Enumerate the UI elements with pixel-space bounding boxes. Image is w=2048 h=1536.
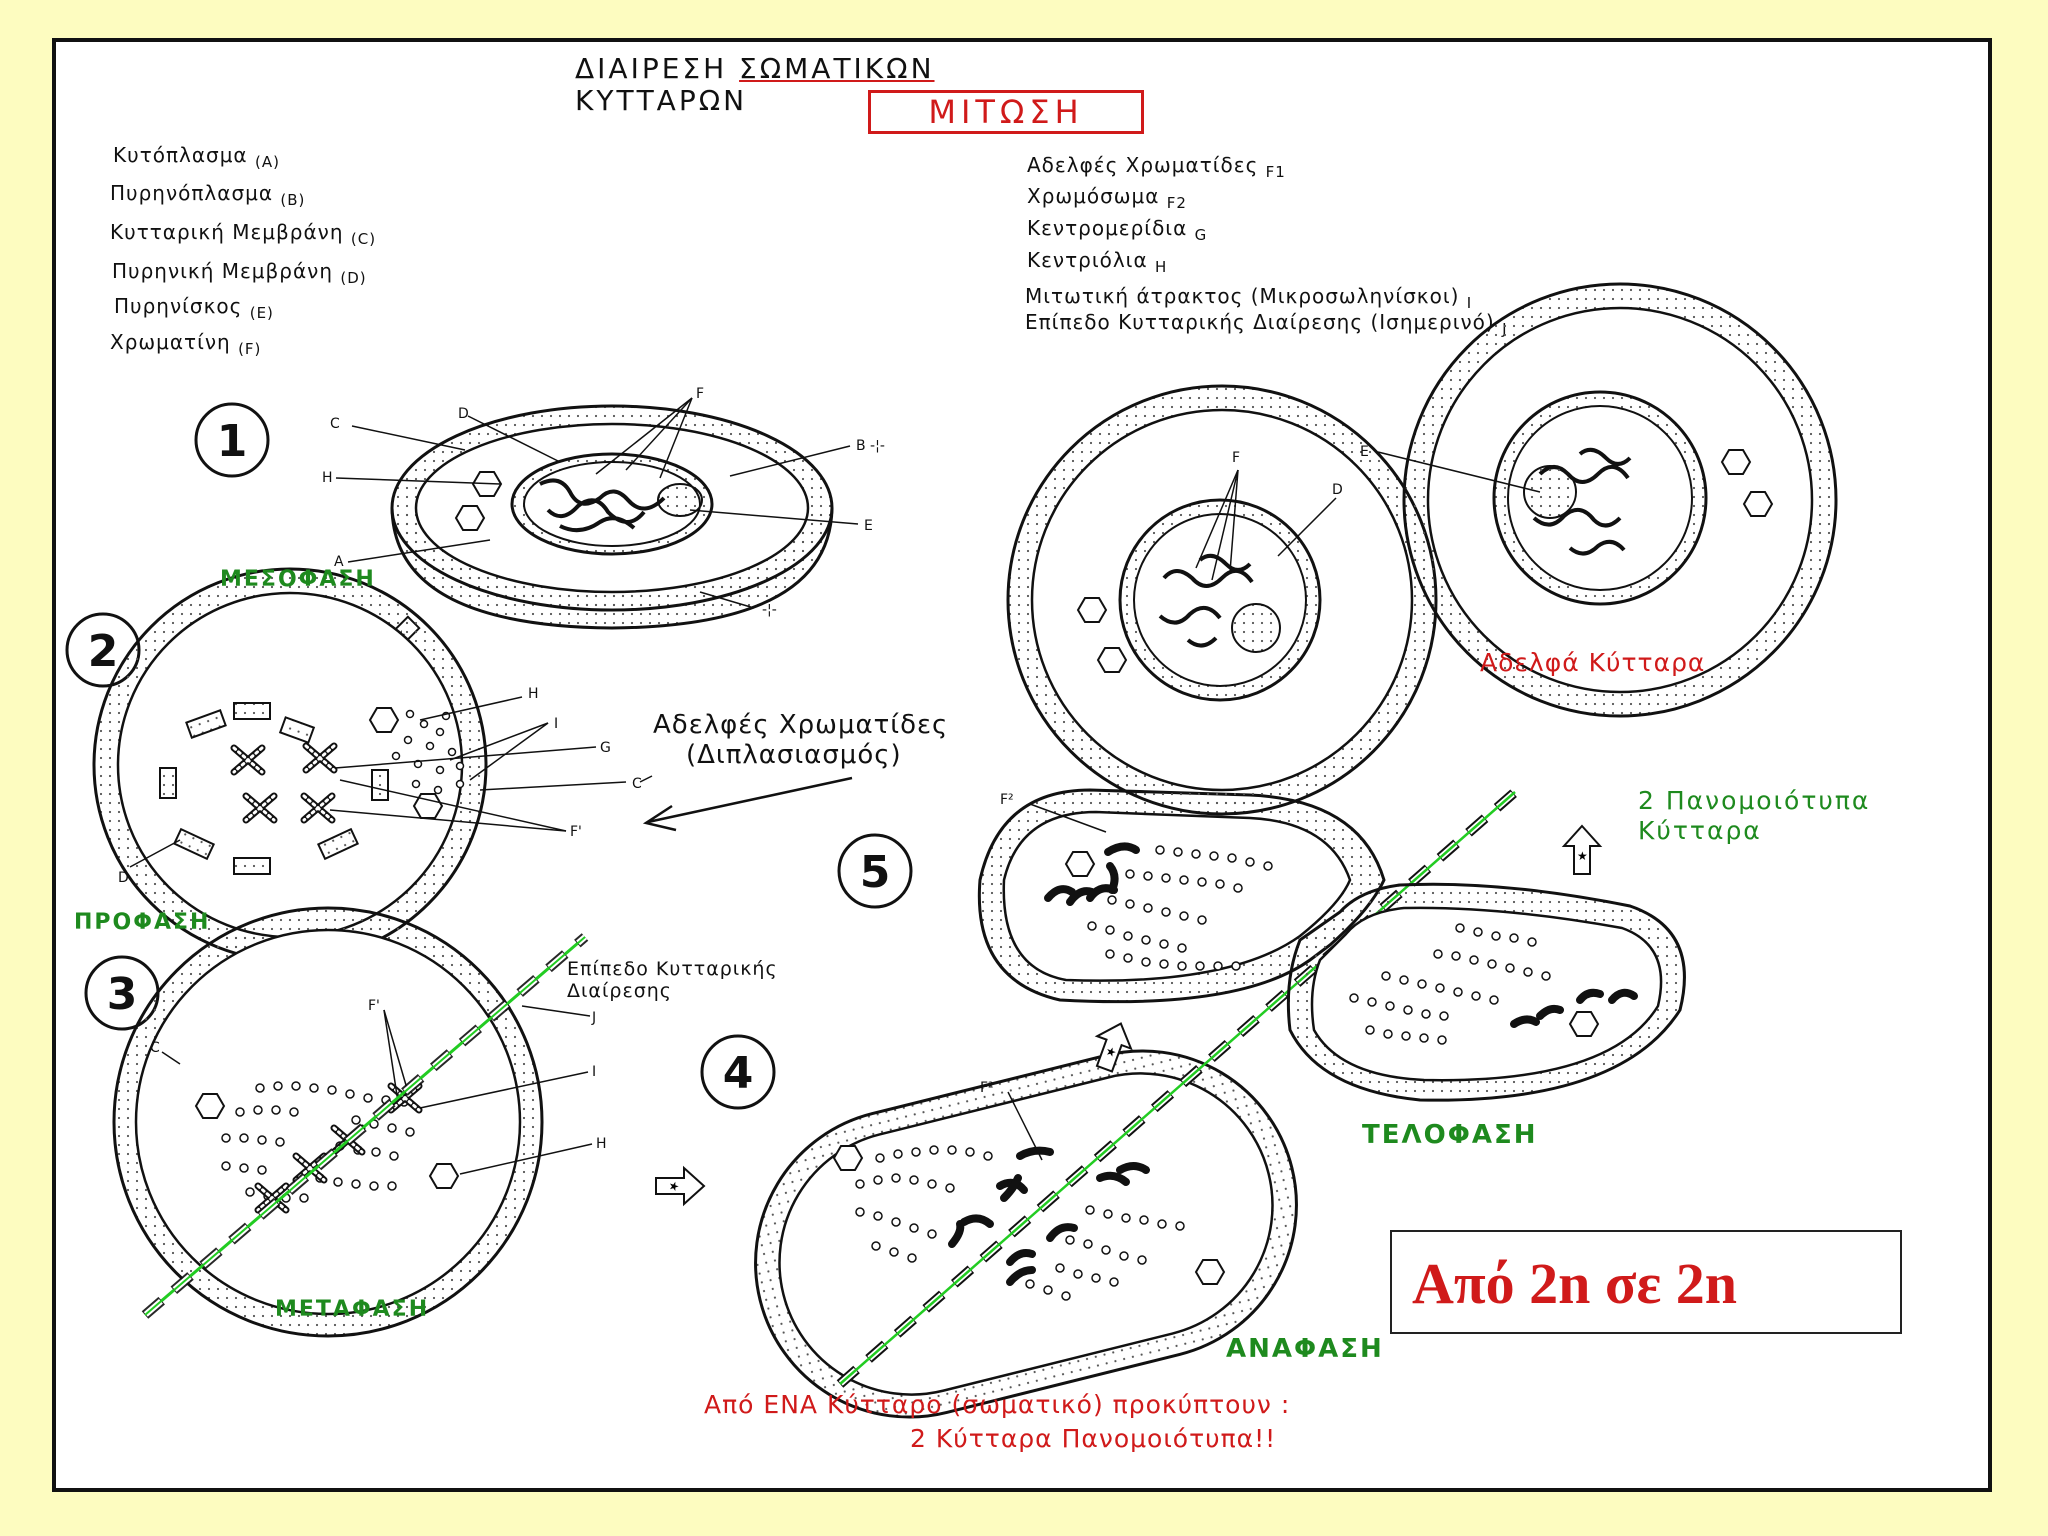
annotation-identical-cells-2: Κύτταρα <box>1638 816 1762 845</box>
stage-5-telophase-cells <box>977 788 1686 1102</box>
label-D-stage1: D <box>458 406 469 422</box>
sister-chromatids-pointer-arrow <box>642 776 853 832</box>
stage-3-metaphase-cell <box>112 906 544 1338</box>
stage-5-badge <box>837 833 913 909</box>
arrow-identical-cells-icon <box>1563 825 1601 875</box>
label-E-stage1: E <box>864 518 873 534</box>
label-E-daughter: E <box>1360 444 1369 460</box>
ploidy-box <box>1390 1230 1902 1334</box>
daughter-cell-left <box>1006 384 1438 816</box>
stage-5-number: 5 <box>860 847 891 898</box>
annotation-identical-cells-1: 2 Πανομοιότυπα <box>1638 786 1871 815</box>
stage-3-number: 3 <box>107 969 138 1020</box>
stage-2-number: 2 <box>88 626 119 677</box>
legend-nucleoplasm: Πυρηνόπλασμα (B) <box>110 181 306 209</box>
legend-cell-membrane: Κυτταρική Μεμβράνη (C) <box>110 220 377 248</box>
stage-2-prophase-cell <box>92 567 488 963</box>
legend-centromeres: Κεντρομερίδια G <box>1027 216 1208 244</box>
annotation-duplication: (Διπλασιασμός) <box>686 740 902 770</box>
label-I-stage2: I <box>554 716 558 732</box>
legend-mitotic-spindle: Μιτωτική άτρακτος (Μικροσωληνίσκοι) I <box>1025 284 1473 312</box>
label-G-stage2: G <box>600 740 611 756</box>
label-C-stage1: C <box>330 416 340 432</box>
label-H-stage1: H <box>322 470 333 486</box>
conclusion-line-1: Από ΕΝΑ Κύτταρο (σωματικό) προκύπτουν : <box>704 1390 1291 1419</box>
legend-nucleolus: Πυρηνίσκος (E) <box>114 294 274 322</box>
label-B-stage1: B -¦- <box>856 438 885 454</box>
arrow-3-to-4-icon <box>655 1167 705 1205</box>
stage-name-metaphase: ΜΕΤΑΦΑΣΗ <box>275 1297 430 1322</box>
stage-1-badge <box>194 402 270 478</box>
label-F1-stage2: F' <box>570 824 582 840</box>
label-H-stage2: H <box>528 686 539 702</box>
legend-chromosome: Χρωμόσωμα F2 <box>1027 184 1187 212</box>
annotation-division-plane-1: Επίπεδο Κυτταρικής <box>567 958 778 980</box>
label-D-daughter: D <box>1332 482 1343 498</box>
stage-4-badge <box>700 1034 776 1110</box>
title-somatic: ΣΩΜΑΤΙΚΩΝ <box>739 52 935 85</box>
label-I-stage3: I <box>592 1064 596 1080</box>
conclusion-line-2: 2 Κύτταρα Πανομοιότυπα!! <box>910 1424 1277 1453</box>
stage-name-prophase: ΠΡΟΦΑΣΗ <box>74 910 211 935</box>
label-F2-stage4: F² <box>980 1080 994 1096</box>
legend-centrioles: Κεντριόλια H <box>1027 248 1168 276</box>
legend-nuclear-membrane: Πυρηνική Μεμβράνη (D) <box>112 259 367 287</box>
stage-1-number: 1 <box>217 416 248 467</box>
label-J-stage3: J <box>591 1010 596 1026</box>
annotation-sister-cells: Αδελφά Κύτταρα <box>1480 648 1706 677</box>
title-line-1: ΔΙΑΙΡΕΣΗ ΣΩΜΑΤΙΚΩΝ <box>575 52 935 85</box>
stage-name-telophase: ΤΕΛΟΦΑΣΗ <box>1362 1120 1538 1150</box>
stage-name-interphase: ΜΕΣΟΦΑΣΗ <box>220 567 376 592</box>
label-C-stage3: C <box>150 1040 160 1056</box>
legend-chromatin: Χρωματίνη (F) <box>110 330 262 358</box>
stage-name-anaphase: ΑΝΑΦΑΣΗ <box>1226 1334 1384 1364</box>
annotation-sister-chromatids: Αδελφές Χρωματίδες <box>653 710 949 740</box>
label-F1-stage3: F' <box>368 998 380 1014</box>
annotation-division-plane-2: Διαίρεσης <box>567 980 672 1002</box>
label-A-stage1: A <box>334 554 344 570</box>
label-F-stage1: F <box>696 386 704 402</box>
stage-4-anaphase-cell <box>754 1049 1298 1419</box>
legend-sister-chromatids: Αδελφές Χρωματίδες F1 <box>1027 153 1286 181</box>
label-C-stage2: C <box>632 776 642 792</box>
label-D-stage2: D <box>118 870 129 886</box>
daughter-cell-right <box>1402 282 1838 718</box>
title-line-2: ΚΥΤΤΑΡΩΝ <box>575 84 748 117</box>
stage-4-number: 4 <box>723 1048 754 1099</box>
ploidy-text: Από 2n σε 2n <box>1412 1251 1738 1316</box>
stage-3-division-plane <box>141 933 589 1319</box>
title-division: ΔΙΑΙΡΕΣΗ <box>575 52 740 85</box>
label-F-daughter: F <box>1232 450 1240 466</box>
label-H-stage3: H <box>596 1136 607 1152</box>
legend-cytoplasm: Κυτόπλασμα (A) <box>113 143 280 171</box>
label-tick-stage1: -¦- <box>762 602 777 618</box>
mitosis-title-box: ΜΙΤΩΣΗ <box>868 90 1144 134</box>
label-F2-stage5: F² <box>1000 792 1014 808</box>
